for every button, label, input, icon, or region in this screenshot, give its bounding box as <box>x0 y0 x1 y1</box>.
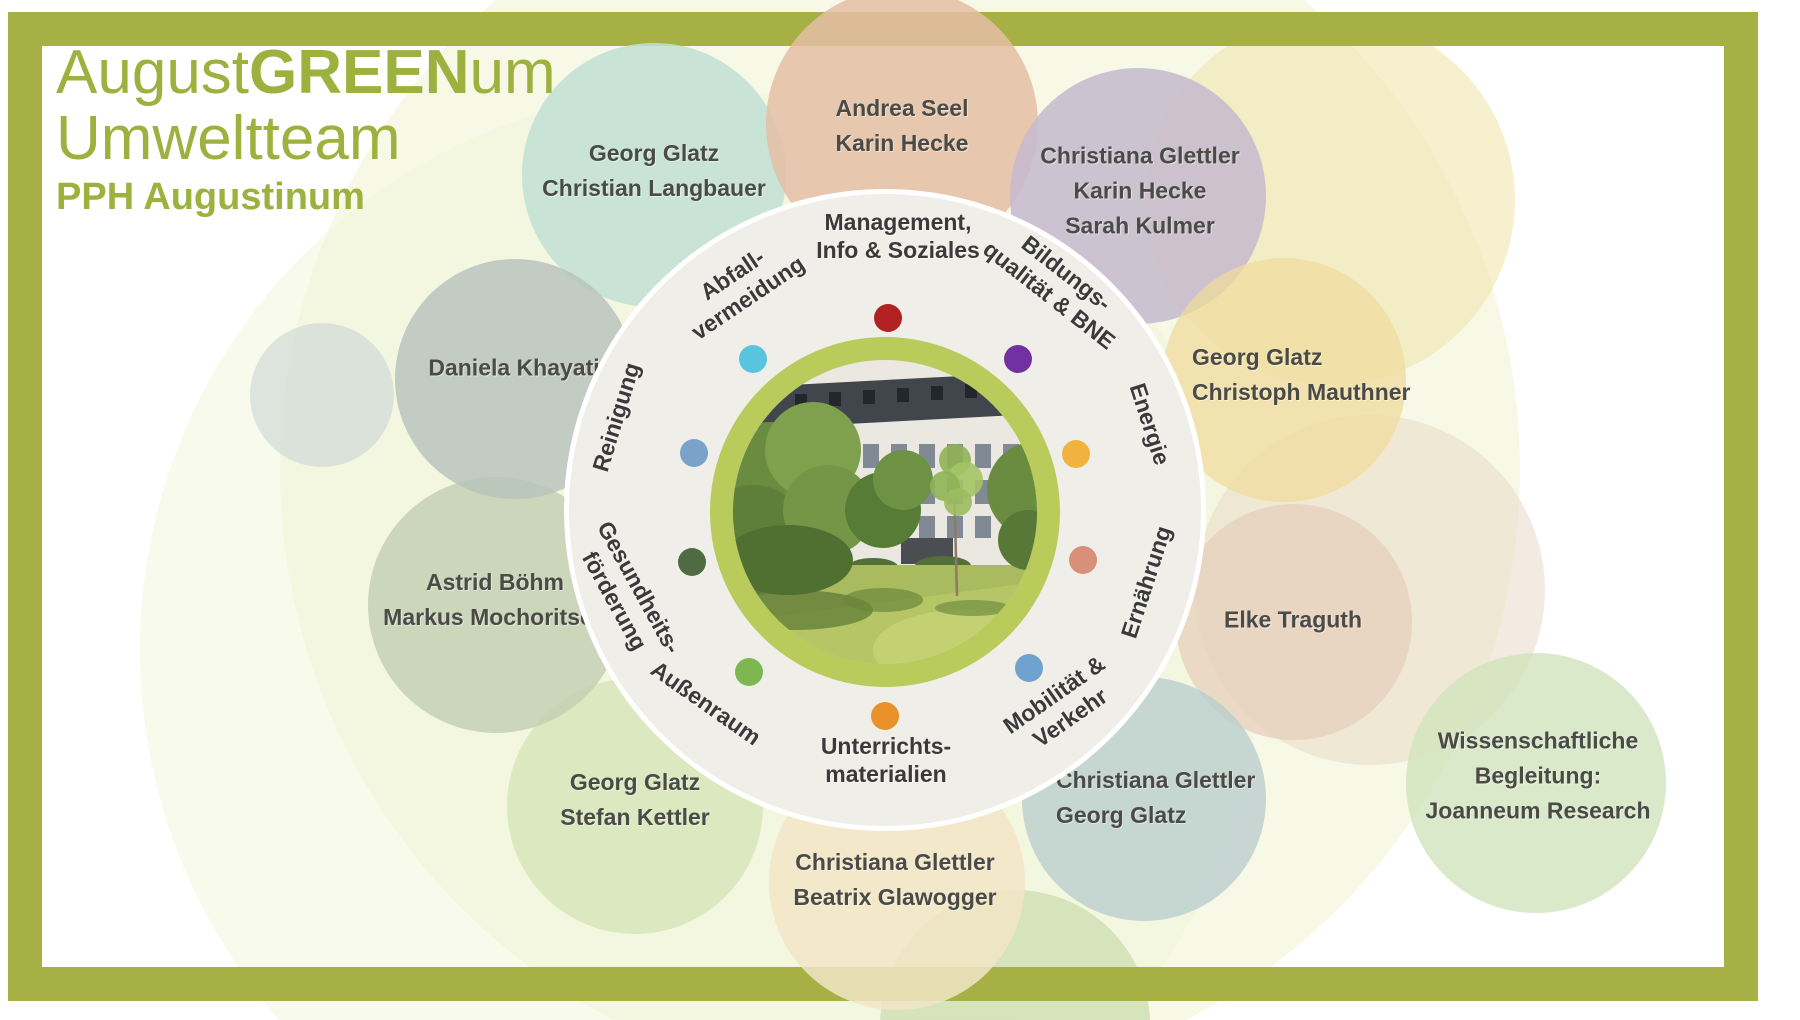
category-dot-unterrichtsmaterialien <box>871 702 899 730</box>
slide-border-frame <box>8 12 1758 1001</box>
member-name: Georg Glatz <box>588 140 720 166</box>
member-name: Andrea Seel <box>835 95 969 121</box>
team-bubble-label-ernaehrung-team: Elke Traguth <box>1224 603 1362 638</box>
category-dot-abfallvermeidung <box>739 345 767 373</box>
member-name: Astrid Böhm <box>426 569 564 595</box>
bg-bluegray-left <box>250 323 394 467</box>
member-name: Daniela Khayati <box>428 354 600 381</box>
member-name: Georg Glatz <box>1192 344 1323 370</box>
photo-sapling-shadow <box>935 600 1011 616</box>
category-dot-gesundheitsfoerderung <box>678 548 706 576</box>
member-name: Markus Mochoritsch <box>383 604 607 630</box>
member-name: Joanneum Research <box>1425 797 1651 824</box>
category-label-management: Management,Info & Soziales <box>816 208 980 264</box>
page-subtitle: Umweltteam <box>56 104 401 173</box>
member-name: Christiana Glettler <box>1056 767 1256 793</box>
category-dot-ernaehrung <box>1069 546 1097 574</box>
member-name: Sarah Kulmer <box>1065 212 1215 239</box>
title-suffix: um <box>469 38 556 107</box>
photo-tree-shadow-mid <box>843 588 923 612</box>
member-name: Christian Langbauer <box>542 175 766 201</box>
category-label-line: materialien <box>825 761 947 787</box>
member-name: Stefan Kettler <box>560 804 710 830</box>
category-dot-bildungsqualitaet <box>1004 345 1032 373</box>
category-label-line: Unterrichts- <box>820 733 952 759</box>
category-dot-reinigung <box>680 439 708 467</box>
photo-sapling <box>930 444 983 597</box>
member-name: Karin Hecke <box>1073 177 1207 204</box>
category-label-unterrichtsmaterialien: Unterrichts-materialien <box>821 732 951 788</box>
category-label-line: Info & Soziales <box>816 237 980 263</box>
member-name: Karin Hecke <box>835 130 969 156</box>
member-name: Georg Glatz <box>1056 802 1187 828</box>
photo-right-tree <box>987 442 1037 570</box>
member-name: Christiana Glettler <box>1040 142 1240 169</box>
center-photo <box>733 360 1037 664</box>
team-bubble-label-reinigung-team: Daniela Khayati <box>428 351 599 386</box>
category-label-line: Management, <box>824 209 972 235</box>
category-dot-mobilitaet <box>1015 654 1043 682</box>
member-name: Christoph Mauthner <box>1192 379 1411 405</box>
photo-center-tree <box>845 450 933 548</box>
member-name: Elke Traguth <box>1223 606 1363 633</box>
member-name: Wissenschaftliche <box>1437 727 1639 754</box>
category-dot-energie <box>1062 440 1090 468</box>
member-name: Begleitung: <box>1474 762 1602 789</box>
page-title: AugustGREENum <box>56 40 556 106</box>
category-dot-aussenraum <box>735 658 763 686</box>
team-bubble-energie-team <box>1162 258 1406 502</box>
title-highlight: GREEN <box>249 38 470 107</box>
title-block: AugustGREENum Umweltteam PPH Augustinum <box>56 40 556 222</box>
institution-name: PPH Augustinum <box>56 176 365 218</box>
member-name: Beatrix Glawogger <box>793 884 997 910</box>
category-dot-management <box>874 304 902 332</box>
member-name: Christiana Glettler <box>795 849 995 875</box>
member-name: Georg Glatz <box>569 769 701 795</box>
team-bubble-wissenschaftliche-begleitung <box>1406 653 1666 913</box>
title-prefix: August <box>56 38 250 107</box>
